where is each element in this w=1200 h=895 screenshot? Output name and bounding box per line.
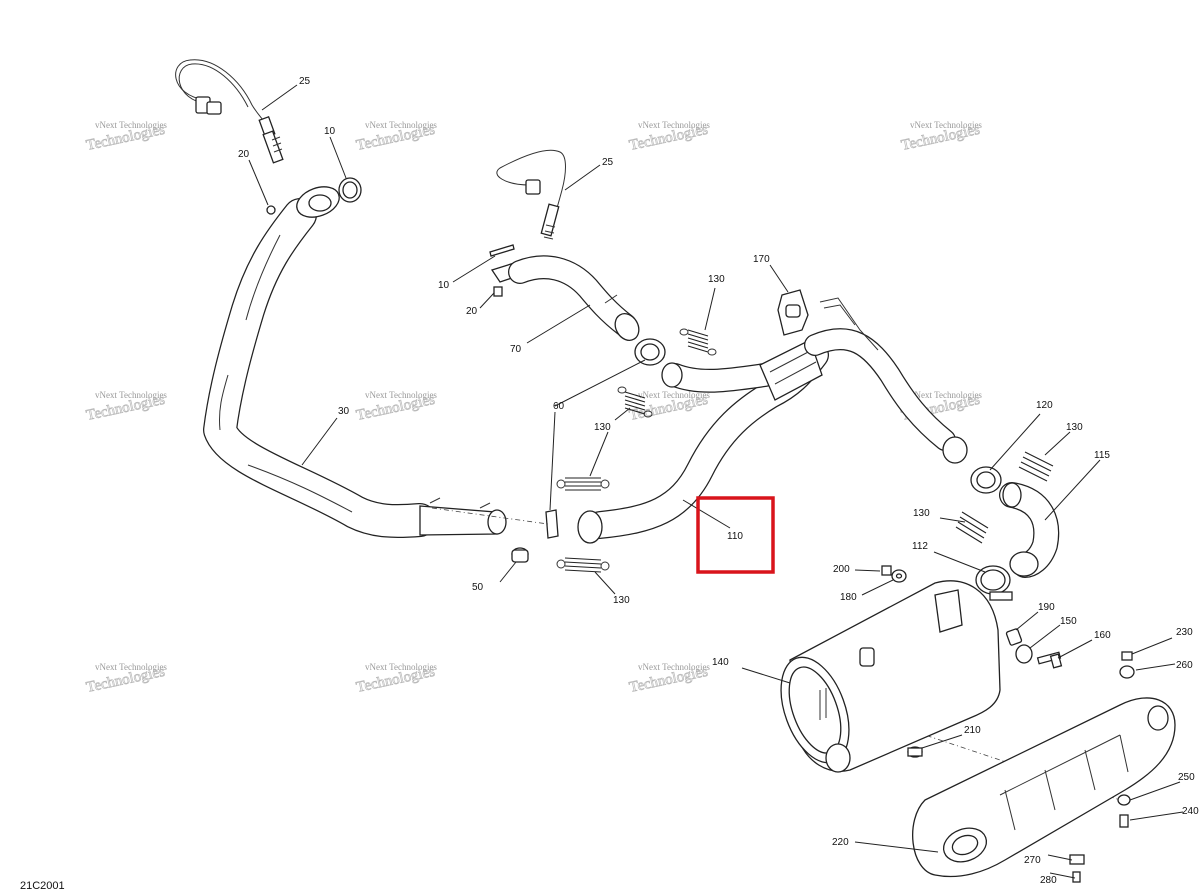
part-130-spring-b <box>617 386 653 418</box>
part-60-seal-ring-upper <box>634 338 666 366</box>
watermark-text: vNext Technologies <box>638 120 710 130</box>
watermark-text: vNext Technologies <box>365 120 437 130</box>
part-20-bolt-left <box>266 205 276 215</box>
part-130-spring-f <box>955 511 989 544</box>
part-270-clip <box>1069 854 1085 865</box>
watermark-text: vNext Technologies <box>95 662 167 672</box>
leader-lines <box>248 84 1184 879</box>
part-260-grommet <box>1119 665 1135 679</box>
watermark-text: vNext Technologies <box>638 390 710 400</box>
part-250-grommet <box>1117 794 1131 806</box>
callout-25: 25 <box>602 157 614 168</box>
part-200-nut <box>881 565 892 576</box>
alignment-line <box>431 507 549 525</box>
callout-110: 110 <box>727 531 743 542</box>
callout-130: 130 <box>913 508 930 519</box>
part-70-front-header <box>490 255 640 341</box>
callout-170: 170 <box>753 254 770 265</box>
part-112-clamp <box>975 565 1013 601</box>
part-30-header-pipe <box>203 186 507 539</box>
part-110-y-pipe <box>577 297 968 544</box>
callout-130: 130 <box>708 274 725 285</box>
callout-60: 60 <box>553 401 565 412</box>
part-210-rubber-mount <box>907 746 923 758</box>
callout-130: 130 <box>1066 422 1083 433</box>
callout-160: 160 <box>1094 630 1111 641</box>
callout-130: 130 <box>613 595 630 606</box>
callout-210: 210 <box>964 725 981 736</box>
part-60-seal-ring-lower <box>545 509 559 539</box>
part-10-gasket-left <box>338 177 362 203</box>
callout-270: 270 <box>1024 855 1041 866</box>
callout-10: 10 <box>438 280 450 291</box>
callout-250: 250 <box>1178 772 1195 783</box>
watermark-text: vNext Technologies <box>95 390 167 400</box>
callout-115: 115 <box>1094 450 1110 461</box>
highlight-box-part-110 <box>696 496 775 574</box>
part-120-seal-ring <box>970 466 1002 494</box>
part-130-spring-e <box>1018 451 1054 482</box>
part-130-spring-d <box>556 557 610 573</box>
part-25-oxygen-sensor-left <box>175 59 284 164</box>
part-230-bolt <box>1121 651 1133 661</box>
watermark-text: vNext Technologies <box>365 662 437 672</box>
part-160-bolt <box>1036 651 1063 669</box>
callout-190: 190 <box>1038 602 1055 613</box>
callout-240: 240 <box>1182 806 1199 817</box>
callout-120: 120 <box>1036 400 1053 411</box>
callout-50: 50 <box>472 582 484 593</box>
callout-180: 180 <box>840 592 857 603</box>
callout-230: 230 <box>1176 627 1193 638</box>
watermark-text: vNext Technologies <box>910 120 982 130</box>
watermark-text: vNext Technologies <box>638 662 710 672</box>
callout-140: 140 <box>712 657 729 668</box>
callout-20: 20 <box>238 149 250 160</box>
part-180-washer <box>891 569 907 583</box>
callout-200: 200 <box>833 564 850 575</box>
callout-130: 130 <box>594 422 611 433</box>
part-130-spring-a <box>679 328 717 356</box>
part-240-bolt <box>1119 814 1129 828</box>
callout-112: 112 <box>912 541 928 552</box>
callout-10: 10 <box>324 126 336 137</box>
watermark-text: vNext Technologies <box>365 390 437 400</box>
callout-labels: 25 10 20 25 10 20 70 30 60 130 130 130 1… <box>238 76 1199 886</box>
part-25-oxygen-sensor-center <box>496 149 566 240</box>
part-220-heat-shield <box>912 697 1176 878</box>
callout-220: 220 <box>832 837 849 848</box>
part-170-rubber-hanger <box>777 289 809 336</box>
callout-260: 260 <box>1176 660 1193 671</box>
callout-30: 30 <box>338 406 350 417</box>
callout-20: 20 <box>466 306 478 317</box>
callout-280: 280 <box>1040 875 1057 886</box>
part-115-elbow-pipe <box>999 482 1060 578</box>
part-50-rubber-mount <box>511 547 529 563</box>
diagram-code: 21C2001 <box>20 880 65 892</box>
watermark-text: vNext Technologies <box>910 390 982 400</box>
part-150-grommet <box>1015 644 1033 664</box>
watermark-text: vNext Technologies <box>95 120 167 130</box>
part-280-screw <box>1072 871 1081 883</box>
callout-25: 25 <box>299 76 311 87</box>
part-20-bolt-center <box>493 286 503 297</box>
part-130-spring-c <box>556 477 610 491</box>
callout-70: 70 <box>510 344 522 355</box>
part-140-muffler <box>780 580 1001 773</box>
callout-150: 150 <box>1060 616 1077 627</box>
part-10-gasket-center <box>489 244 515 257</box>
part-190-spacer <box>1005 628 1023 646</box>
